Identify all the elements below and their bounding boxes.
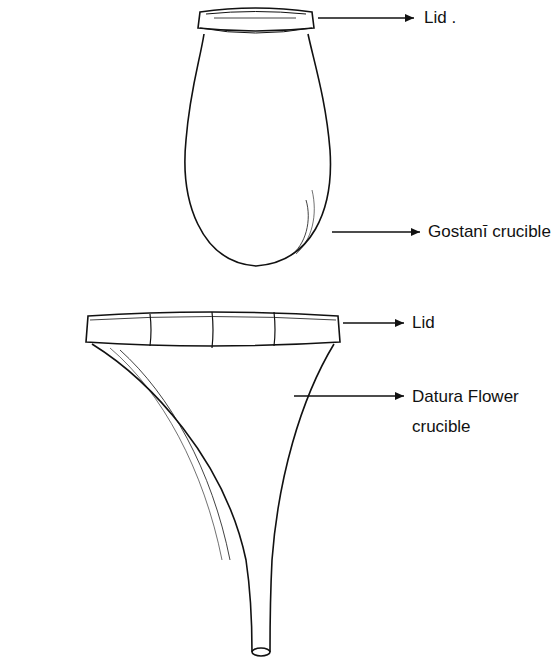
leader-arrow (343, 322, 404, 324)
gostani-crucible-body (185, 34, 330, 266)
part-label: Lid . (424, 7, 456, 28)
part-label: Gostanī crucible (428, 221, 551, 242)
leader-arrow (294, 395, 404, 397)
datura-crucible-body (92, 344, 334, 652)
part-label: Lid (412, 312, 435, 333)
leader-arrow (318, 17, 414, 19)
leader-arrow (332, 231, 420, 233)
gostani-lid (198, 8, 314, 31)
part-label: Datura Flower crucible (412, 382, 542, 442)
